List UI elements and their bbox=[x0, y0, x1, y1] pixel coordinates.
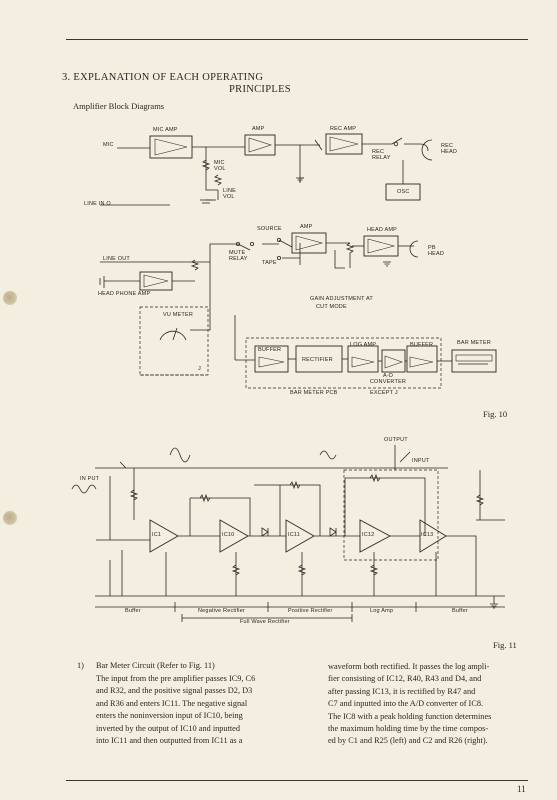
lbl-fig11-left-in: IN PUT bbox=[80, 476, 100, 482]
lbl-amp2: AMP bbox=[300, 224, 313, 230]
fig11-wiring bbox=[71, 445, 505, 622]
col2-line: C7 and inputted into the A/D converter o… bbox=[328, 699, 484, 709]
lbl-except-j: EXCEPT J bbox=[370, 390, 398, 396]
col2-line: ed by C1 and R25 (left) and C2 and R26 (… bbox=[328, 736, 488, 746]
lbl-log-amp: LOG AMP bbox=[350, 342, 377, 348]
text-column-right: waveform both rectified. It passes the l… bbox=[328, 661, 538, 748]
lbl-fig11-output: OUTPUT bbox=[384, 437, 408, 443]
lbl-cut-mode: CUT MODE bbox=[316, 304, 347, 310]
lbl-buffer1: BUFFER bbox=[258, 347, 282, 353]
lbl-source: SOURCE bbox=[257, 226, 282, 232]
col1-line: The input from the pre amplifier passes … bbox=[96, 674, 256, 683]
page-number: 11 bbox=[517, 784, 526, 794]
binder-hole-bottom bbox=[3, 511, 17, 525]
lbl-mute-relay: MUTE RELAY bbox=[229, 250, 248, 262]
col2-line: The IC8 with a peak holding function det… bbox=[328, 711, 492, 721]
lbl-vu-j: J bbox=[198, 366, 201, 372]
lbl-amp1: AMP bbox=[252, 126, 265, 132]
fig11-schematic: IN PUT OUTPUT INPUT IC1 IC10 IC11 IC12 I… bbox=[71, 437, 505, 625]
item-number: 1) bbox=[77, 661, 84, 670]
lbl-section-positive-rectifier: Positive Rectifier bbox=[288, 608, 333, 614]
lbl-line-vol: LINE VOL bbox=[223, 188, 237, 200]
lbl-section-buffer2: Buffer bbox=[452, 608, 468, 614]
lbl-section-log-amp: Log Amp bbox=[370, 608, 394, 614]
lbl-section-negative-rectifier: Negative Rectifier bbox=[198, 608, 246, 614]
fig10-caption: Fig. 10 bbox=[483, 409, 508, 419]
lbl-line-out: LINE OUT bbox=[103, 256, 130, 262]
lbl-osc: OSC bbox=[397, 189, 410, 195]
lbl-gain-adjustment: GAIN ADJUSTMENT AT bbox=[310, 296, 373, 302]
lbl-vu-meter: VU METER bbox=[163, 312, 194, 318]
col1-line: into IC11 and then outputted from IC11 a… bbox=[96, 736, 243, 746]
col2-line: waveform both rectified. It passes the l… bbox=[328, 662, 490, 671]
section-title-line2: PRINCIPLES bbox=[229, 84, 291, 95]
lbl-pb-head: PB HEAD bbox=[428, 245, 445, 257]
lbl-bar-meter-pcb: BAR METER PCB bbox=[290, 390, 338, 396]
col1-line: inverted by the output of IC10 and input… bbox=[96, 723, 241, 733]
lbl-headphone-amp: HEAD PHONE AMP bbox=[98, 291, 151, 297]
lbl-ic10: IC10 bbox=[222, 532, 235, 538]
fig11-caption: Fig. 11 bbox=[493, 640, 517, 650]
col2-line: the maximum holding time by the time com… bbox=[328, 724, 489, 734]
lbl-rec-amp: REC AMP bbox=[330, 126, 357, 132]
fig10-wiring bbox=[99, 133, 497, 389]
lbl-mic-amp: MIC AMP bbox=[153, 127, 178, 133]
lbl-mic-vol: MIC VOL bbox=[214, 160, 226, 172]
lbl-line-in: LINE IN O bbox=[84, 201, 111, 207]
lbl-full-wave: Full Wave Rectifier bbox=[240, 619, 290, 625]
item-heading: Bar Meter Circuit (Refer to Fig. 11) bbox=[96, 661, 215, 670]
section-title-line1: 3. EXPLANATION OF EACH OPERATING bbox=[62, 72, 264, 83]
lbl-ic12: IC12 bbox=[362, 532, 375, 538]
lbl-section-buffer1: Buffer bbox=[125, 608, 141, 614]
lbl-ic13: IC13 bbox=[421, 532, 434, 538]
lbl-head-amp: HEAD AMP bbox=[367, 227, 398, 233]
lbl-ic1: IC1 bbox=[152, 532, 162, 538]
fig10-diagram: MIC MIC AMP AMP REC AMP REC HEAD REC REL… bbox=[84, 126, 497, 396]
top-rule bbox=[66, 39, 528, 40]
lbl-rec-head: REC HEAD bbox=[441, 143, 458, 155]
text-column-left: The input from the pre amplifier passes … bbox=[96, 673, 316, 747]
lbl-rec-relay: REC RELAY bbox=[372, 149, 391, 161]
col2-line: fier consisting of IC12, R40, R43 and D4… bbox=[328, 674, 482, 684]
lbl-buffer2: BUFFER bbox=[410, 342, 434, 348]
bottom-rule bbox=[66, 780, 528, 781]
lbl-tape: TAPE bbox=[262, 260, 277, 266]
lbl-ic11: IC11 bbox=[288, 532, 301, 538]
col2-line: after passing IC13, it is rectified by R… bbox=[328, 686, 476, 696]
subtitle: Amplifier Block Diagrams bbox=[73, 101, 165, 111]
lbl-fig11-input: INPUT bbox=[412, 458, 430, 464]
col1-line: enters the noninversion input of IC10, b… bbox=[96, 711, 243, 721]
col1-line: and R36 and enters IC11. The negative si… bbox=[96, 698, 248, 708]
lbl-ad-converter: A-D CONVERTER bbox=[369, 373, 407, 385]
lbl-bar-meter: BAR METER bbox=[457, 340, 491, 346]
col1-line: and R32, and the positive signal passes … bbox=[96, 686, 253, 696]
lbl-mic: MIC bbox=[103, 142, 114, 148]
binder-hole-top bbox=[3, 291, 17, 305]
lbl-rectifier: RECTIFIER bbox=[302, 357, 333, 363]
